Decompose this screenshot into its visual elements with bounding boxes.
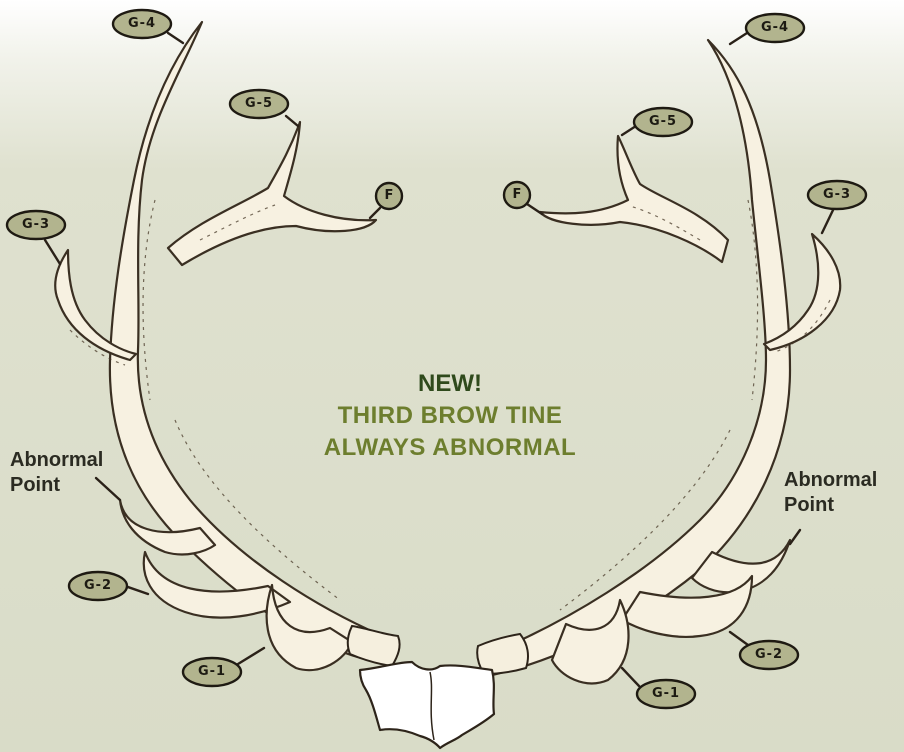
right-g1-label: G-1 (636, 686, 696, 702)
left-g5-label: G-5 (229, 96, 289, 112)
left-abnormal-label-line1: Abnormal (10, 448, 103, 473)
right-g2-label: G-2 (739, 647, 799, 663)
right-g4-label: G-4 (745, 20, 805, 36)
left-abnormal-point-label: Abnormal Point (10, 448, 103, 498)
left-g2-label: G-2 (68, 578, 128, 594)
headline: NEW! THIRD BROW TINE ALWAYS ABNORMAL (240, 368, 660, 464)
skull-plate (360, 662, 494, 748)
right-abnormal-point-label: Abnormal Point (784, 468, 877, 518)
left-burr (348, 626, 400, 666)
headline-line2: ALWAYS ABNORMAL (240, 432, 660, 464)
right-g5-f-branch (540, 136, 728, 262)
left-g4-label: G-4 (112, 16, 172, 32)
right-f-label: F (505, 187, 529, 203)
right-abnormal-label-line1: Abnormal (784, 468, 877, 493)
right-abnormal-label-line2: Point (784, 493, 877, 518)
left-abnormal-label-line2: Point (10, 473, 103, 498)
left-f-label: F (377, 188, 401, 204)
left-g3-label: G-3 (6, 217, 66, 233)
headline-line1: THIRD BROW TINE (240, 400, 660, 432)
right-g3-label: G-3 (807, 187, 867, 203)
headline-new: NEW! (240, 368, 660, 400)
right-g5-label: G-5 (633, 114, 693, 130)
left-g5-f-branch (168, 122, 376, 265)
left-g1-label: G-1 (182, 664, 242, 680)
